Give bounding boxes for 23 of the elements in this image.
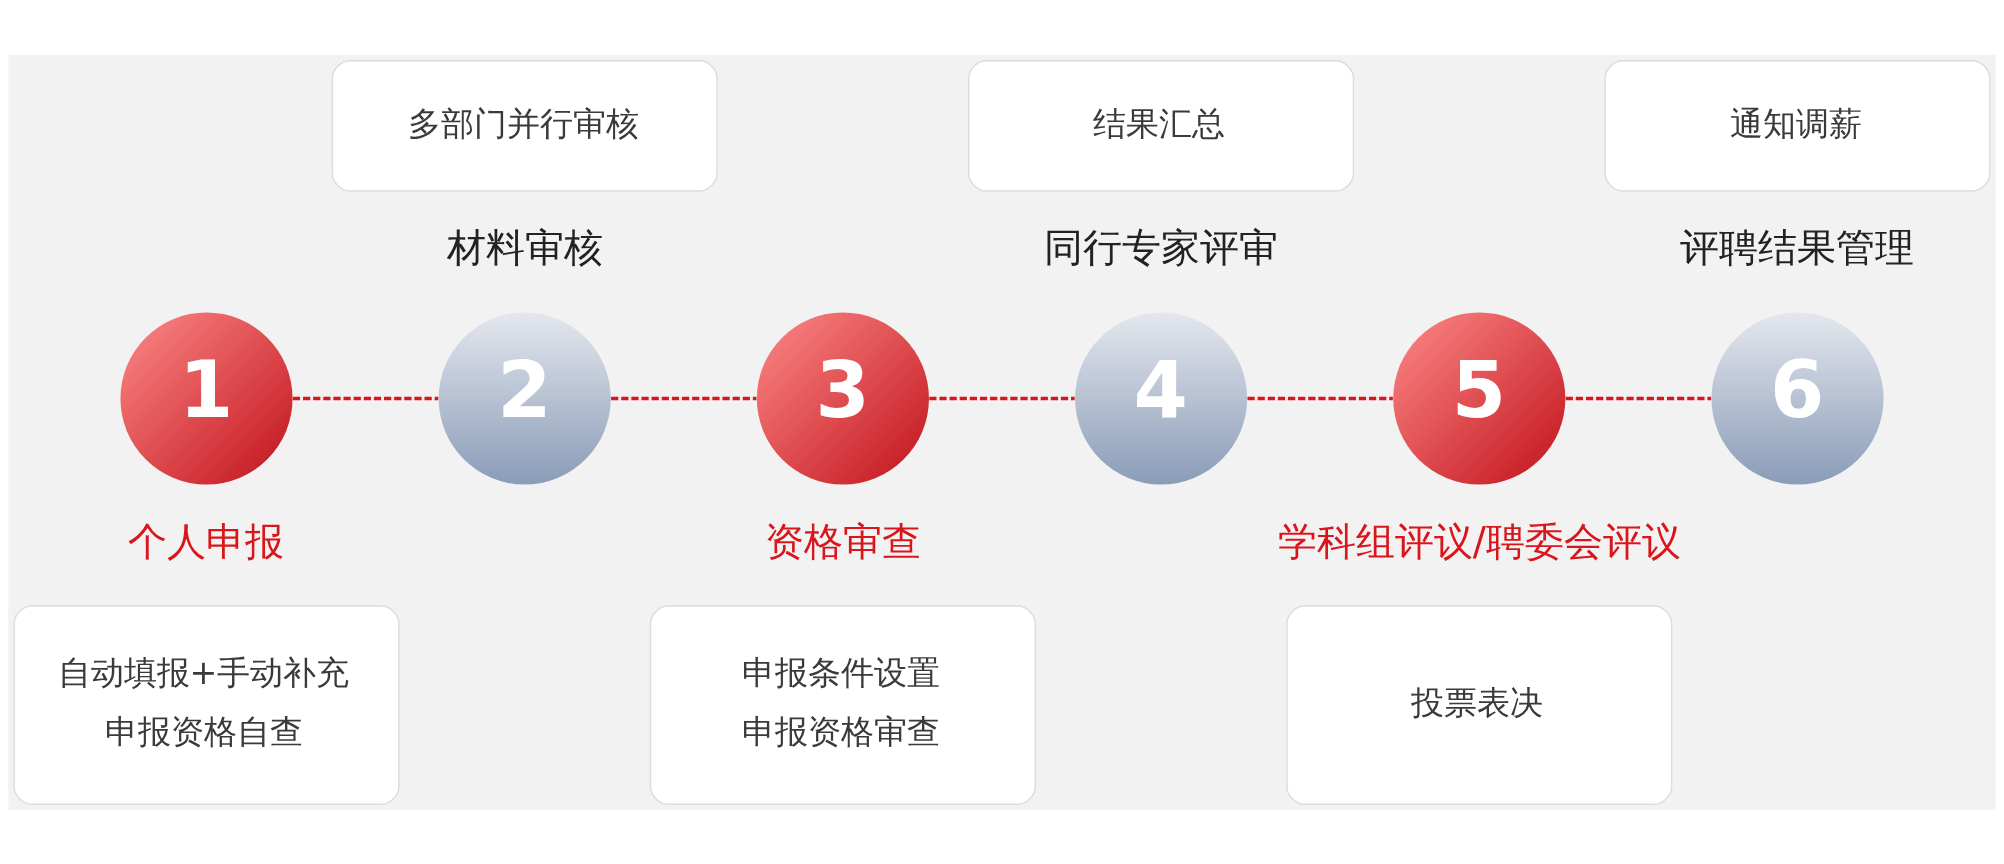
- node-box: 投票表决: [1286, 604, 1673, 805]
- connector: [1565, 396, 1711, 400]
- node-circle: 4: [1075, 311, 1248, 485]
- node-label: 评聘结果管理: [1680, 224, 1915, 270]
- node-label: 资格审查: [764, 518, 921, 564]
- node-label: 材料审核: [446, 224, 603, 270]
- node-label: 学科组评议/聘委会评议: [1277, 518, 1681, 564]
- node-box: 结果汇总: [968, 59, 1355, 192]
- node-box: 多部门并行审核: [331, 59, 718, 192]
- node-circle: 1: [120, 311, 293, 485]
- connector: [292, 396, 439, 400]
- node-label: 个人申报: [128, 518, 285, 564]
- connector: [929, 396, 1075, 400]
- node-circle: 6: [1711, 311, 1884, 485]
- node-label: 同行专家评审: [1044, 224, 1279, 270]
- node-box: 自动填报+手动补充 申报资格自查: [13, 604, 400, 805]
- connector: [1247, 396, 1393, 400]
- connector: [611, 396, 757, 400]
- node-circle: 2: [438, 311, 611, 485]
- node-box: 通知调薪: [1604, 59, 1991, 192]
- node-circle: 3: [756, 311, 929, 485]
- node-box: 申报条件设置 申报资格审查: [649, 604, 1036, 805]
- node-circle: 5: [1393, 311, 1566, 485]
